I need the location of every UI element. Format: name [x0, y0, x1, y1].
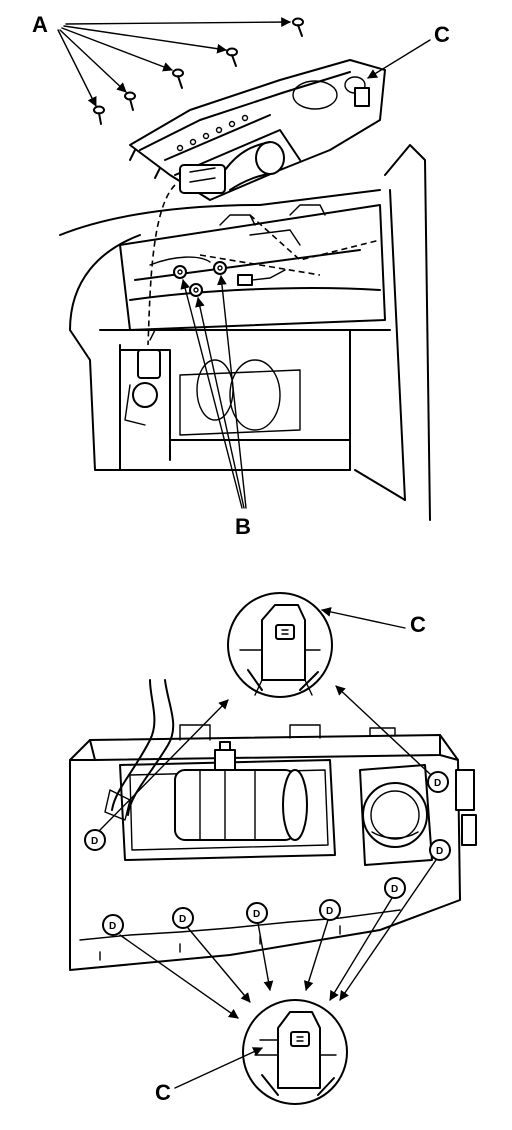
svg-text:D: D — [109, 921, 116, 932]
clip-marker-left: D — [84, 829, 106, 851]
screw-2 — [124, 91, 136, 111]
callout-c-detail-top-leader — [321, 607, 406, 629]
callout-b-leaders — [180, 275, 247, 509]
callout-label-b: B — [235, 514, 251, 539]
callout-a-leaders — [57, 17, 291, 107]
screw-4 — [226, 47, 238, 67]
top-illustration: A C B — [32, 12, 450, 539]
callout-label-c-detail-top: C — [410, 612, 426, 637]
svg-text:D: D — [253, 909, 260, 920]
svg-text:D: D — [326, 906, 333, 917]
alignment-dashed-line-2 — [199, 254, 321, 276]
clip-detail-bottom — [242, 999, 348, 1105]
clip-marker-bottom-3: D — [246, 902, 268, 924]
clip-marker-bottom-2: D — [172, 907, 194, 929]
clip-detail-top — [227, 592, 333, 698]
callout-c-top-leader — [367, 39, 431, 79]
panel-rear-view — [69, 679, 477, 971]
clip-marker-right-lower: D — [384, 877, 406, 899]
nuts-b — [173, 261, 286, 297]
screw-5 — [292, 17, 304, 37]
screws-a — [93, 17, 304, 125]
screw-1 — [93, 105, 105, 125]
clip-marker-bottom-4: D — [319, 899, 341, 921]
harness-dashed-line — [147, 184, 176, 346]
alignment-dashed-line — [249, 214, 381, 261]
svg-text:D: D — [179, 914, 186, 925]
callout-label-c-detail-bottom: C — [155, 1080, 171, 1105]
callout-label-a: A — [32, 12, 48, 37]
clip-arrows — [99, 685, 437, 1019]
gauge-cylinder — [174, 741, 308, 841]
instrument-panel-bezel — [129, 59, 386, 201]
screw-3 — [172, 68, 184, 89]
svg-text:D: D — [436, 846, 443, 857]
round-gauge-housing — [359, 764, 433, 866]
callout-c-detail-bottom-leader — [174, 1047, 263, 1089]
clip-markers: D D D D D D D — [84, 771, 451, 936]
clip-marker-right-middle: D — [429, 839, 451, 861]
bezel-vent-slots — [176, 114, 249, 152]
clip-marker-bottom-1: D — [102, 914, 124, 936]
callout-label-c-top: C — [434, 22, 450, 47]
svg-text:D: D — [391, 884, 398, 895]
svg-text:D: D — [91, 836, 98, 847]
dashboard-shell — [59, 144, 431, 521]
clip-marker-right-upper: D — [427, 771, 449, 793]
svg-text:D: D — [434, 778, 441, 789]
bottom-illustration: C — [69, 592, 477, 1105]
